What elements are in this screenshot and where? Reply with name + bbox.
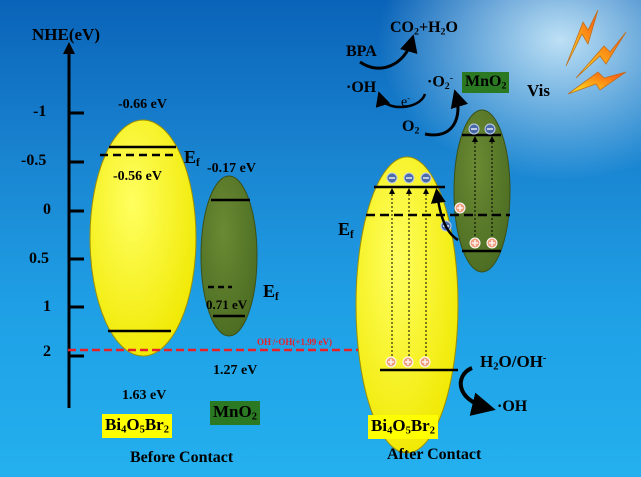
redox-label: OH-/·OH(+1.99 eV) — [257, 337, 332, 347]
bpa-label: BPA — [346, 43, 377, 60]
oxygen-reduction-arrow — [424, 89, 469, 137]
products-label: CO2+H2O — [390, 19, 458, 38]
bpa-degradation-arrow — [359, 34, 418, 70]
mno2-label-after: MnO2 — [462, 72, 510, 94]
mno2-band-after — [453, 109, 511, 273]
electron-oh-arrow — [375, 91, 427, 109]
mn-vb-value: 1.27 eV — [213, 363, 258, 378]
superoxide-label: ·O2- — [427, 73, 454, 92]
bi4o5br2-band-after — [355, 156, 459, 454]
water-oxidation-arrow — [458, 366, 496, 416]
oxygen-label: O2 — [402, 118, 420, 137]
electron-label: e- — [401, 93, 411, 110]
bi4o5br2-label-after: Bi4O5Br2 — [368, 415, 438, 440]
water-label: H2O/OH- — [480, 352, 547, 373]
bi4o5br2-label: Bi4O5Br2 — [102, 414, 172, 439]
bi-cb-value: -0.66 eV — [118, 97, 167, 112]
bi-vb-value: 1.63 eV — [122, 388, 167, 403]
tick-label: 2 — [43, 343, 51, 360]
charge-transfer-arrow — [430, 188, 459, 242]
tick-label: 0.5 — [29, 250, 49, 267]
axis-arrow — [63, 42, 75, 54]
hydroxyl-product-label: ·OH — [497, 398, 528, 415]
mno2-band-before — [200, 175, 258, 337]
tick-label: 0 — [43, 201, 51, 218]
after-contact-caption: After Contact — [387, 446, 482, 463]
ef-label-after: Ef — [338, 219, 354, 241]
visible-light-icon — [565, 9, 627, 95]
ef-label: Ef — [184, 147, 200, 169]
bi-ef-value: -0.56 eV — [113, 169, 162, 184]
axis-ticks — [69, 111, 84, 358]
axis-title: NHE(eV) — [32, 25, 100, 44]
hydroxyl-radical-label: ·OH — [346, 79, 377, 96]
hole-signs — [388, 205, 495, 365]
mno2-label: MnO2 — [210, 401, 260, 426]
mn-ef-value: 0.71 eV — [206, 297, 248, 312]
tick-label: 1 — [43, 298, 51, 315]
tick-label: -0.5 — [21, 152, 47, 169]
holes — [385, 202, 498, 368]
excitation-lines — [391, 138, 493, 362]
mn-cb-value: -0.17 eV — [207, 161, 256, 176]
ef-label: Ef — [263, 281, 279, 303]
excitation-arrowheads — [389, 136, 495, 194]
vis-label: Vis — [527, 81, 550, 100]
bi4o5br2-band-before — [89, 119, 197, 357]
before-contact-caption: Before Contact — [130, 449, 234, 466]
tick-label: -1 — [33, 103, 47, 120]
